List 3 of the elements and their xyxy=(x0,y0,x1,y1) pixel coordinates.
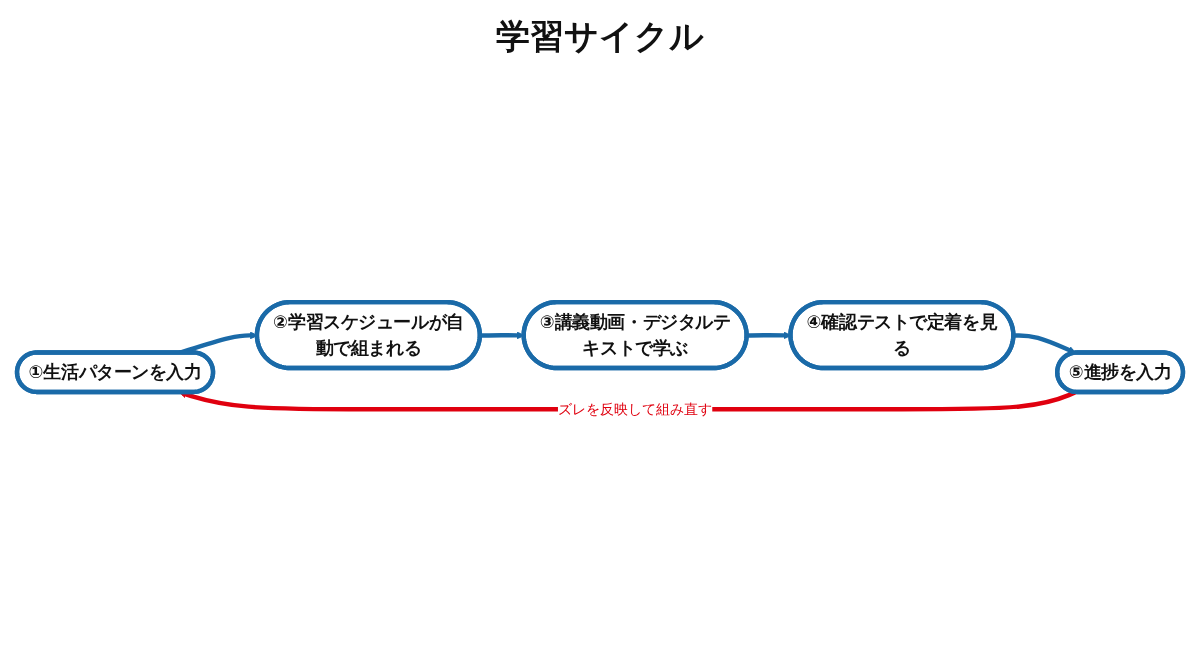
edge-label: ズレを反映して組み直す xyxy=(557,400,713,418)
arrow xyxy=(1013,333,1076,354)
diagram-title: 学習サイクル xyxy=(495,15,705,58)
